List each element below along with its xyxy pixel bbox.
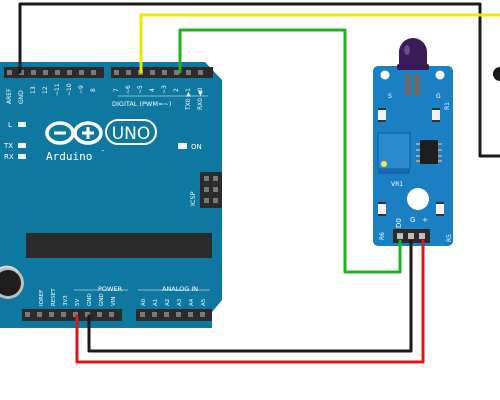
wires (18, 2, 500, 364)
digital-header-left (4, 67, 104, 78)
pin-label-3v3: 3V3 (63, 295, 69, 306)
pin-label-5v: 5V (75, 299, 81, 306)
pin-label-5: ~5 (137, 85, 144, 94)
label-r1: R1 (444, 102, 451, 110)
resistor-r5 (436, 204, 444, 214)
pin-label-a0: A0 (141, 298, 147, 306)
pin-label-9: ~9 (78, 85, 85, 94)
flame-led (397, 38, 429, 96)
led-tx (18, 143, 26, 148)
pin-label-tx: TX0 ▶1 (185, 88, 192, 111)
power-header-label: POWER (98, 285, 123, 293)
logo-infinity-left (45, 121, 75, 145)
logo-infinity-right (73, 121, 103, 145)
pin-label-sensor-gnd: G (410, 216, 415, 224)
pin-label-d0: D0 (395, 218, 403, 228)
pin-label-13: 13 (30, 86, 37, 94)
minus-icon (54, 131, 66, 135)
arduino-board: AREF GND 13 12 ~11 ~10 ~9 8 7 ~6 ~5 4 ~3… (0, 62, 222, 328)
analog-header-label: ANALOG IN (162, 285, 198, 293)
flame-sensor-module: S G R1 VR1 R6 R5 D0 G + (373, 38, 453, 246)
uno-badge (105, 119, 157, 145)
pin-label-ioref: IOREF (39, 290, 45, 306)
power-pin-labels: IOREF RESET 3V3 5V GND GND VIN (39, 288, 117, 306)
led-tx-label: TX (3, 142, 13, 150)
led-l-label: L (8, 121, 12, 129)
led-rx (18, 154, 26, 159)
mount-hole-left (380, 70, 390, 80)
pin-label-12: 12 (42, 86, 49, 94)
label-g: G (436, 93, 441, 100)
pin-label-gnd-1: GND (87, 293, 93, 306)
led-rx-label: RX (4, 153, 14, 161)
atmega-chip (26, 233, 212, 258)
pin-label-7: 7 (113, 88, 120, 92)
resistor-r6 (378, 204, 386, 214)
pin-label-gnd-2: GND (99, 293, 105, 306)
label-vr1: VR1 (391, 181, 403, 188)
partial-component-right (493, 67, 500, 81)
pin-label-11: ~11 (54, 83, 61, 96)
wire-green (178, 28, 402, 274)
label-r5: R5 (446, 234, 453, 242)
potentiometer-screw (381, 161, 387, 167)
top-pin-labels: AREF GND 13 12 ~11 ~10 ~9 8 7 ~6 ~5 4 ~3… (6, 83, 204, 111)
comparator-chip (420, 140, 438, 164)
led-on-label: ON (191, 143, 202, 151)
pin-label-3: ~3 (161, 85, 168, 94)
svg-text:™: ™ (101, 149, 105, 154)
pin-label-aref: AREF (6, 88, 13, 104)
pin-label-8: 8 (90, 88, 97, 92)
brand-label: Arduino (46, 150, 92, 163)
label-s: S (388, 93, 392, 100)
pin-label-a4: A4 (189, 298, 195, 306)
model-label: UNO (112, 124, 151, 144)
pin-label-vin: VIN (111, 297, 117, 307)
arduino-logo: UNO Arduino ™ (45, 119, 157, 163)
mount-hole-center (407, 188, 429, 210)
arduino-pcb (0, 62, 222, 328)
pin-label-10: ~10 (66, 83, 73, 96)
pin-label-sensor-vcc: + (422, 216, 428, 224)
digital-header-label: DIGITAL (PWM=~) (112, 100, 171, 108)
wire-black-gnd (87, 239, 413, 353)
icsp-header (200, 172, 222, 208)
pin-label-gnd: GND (18, 90, 25, 104)
icsp-label: ICSP (189, 191, 197, 206)
wire-black-top (18, 2, 500, 158)
pin-label-2: 2 (173, 88, 180, 92)
pin-label-a1: A1 (153, 299, 159, 306)
pin-label-a3: A3 (177, 298, 183, 306)
pin-label-a5: A5 (201, 298, 207, 306)
analog-pin-labels: A0 A1 A2 A3 A4 A5 (141, 298, 207, 306)
led-on (178, 143, 187, 149)
pin-label-reset: RESET (51, 288, 57, 306)
pin-label-6: ~6 (125, 85, 132, 94)
mount-hole-right (435, 70, 445, 80)
led-l (18, 122, 26, 127)
wire-red (75, 239, 425, 364)
digital-header-holes (7, 70, 203, 75)
wire-yellow (139, 13, 500, 74)
pin-label-4: 4 (149, 88, 156, 92)
label-r6: R6 (379, 232, 386, 240)
pin-label-a2: A2 (165, 299, 171, 306)
pin-label-rx: RX0 ◀0 (197, 87, 204, 110)
